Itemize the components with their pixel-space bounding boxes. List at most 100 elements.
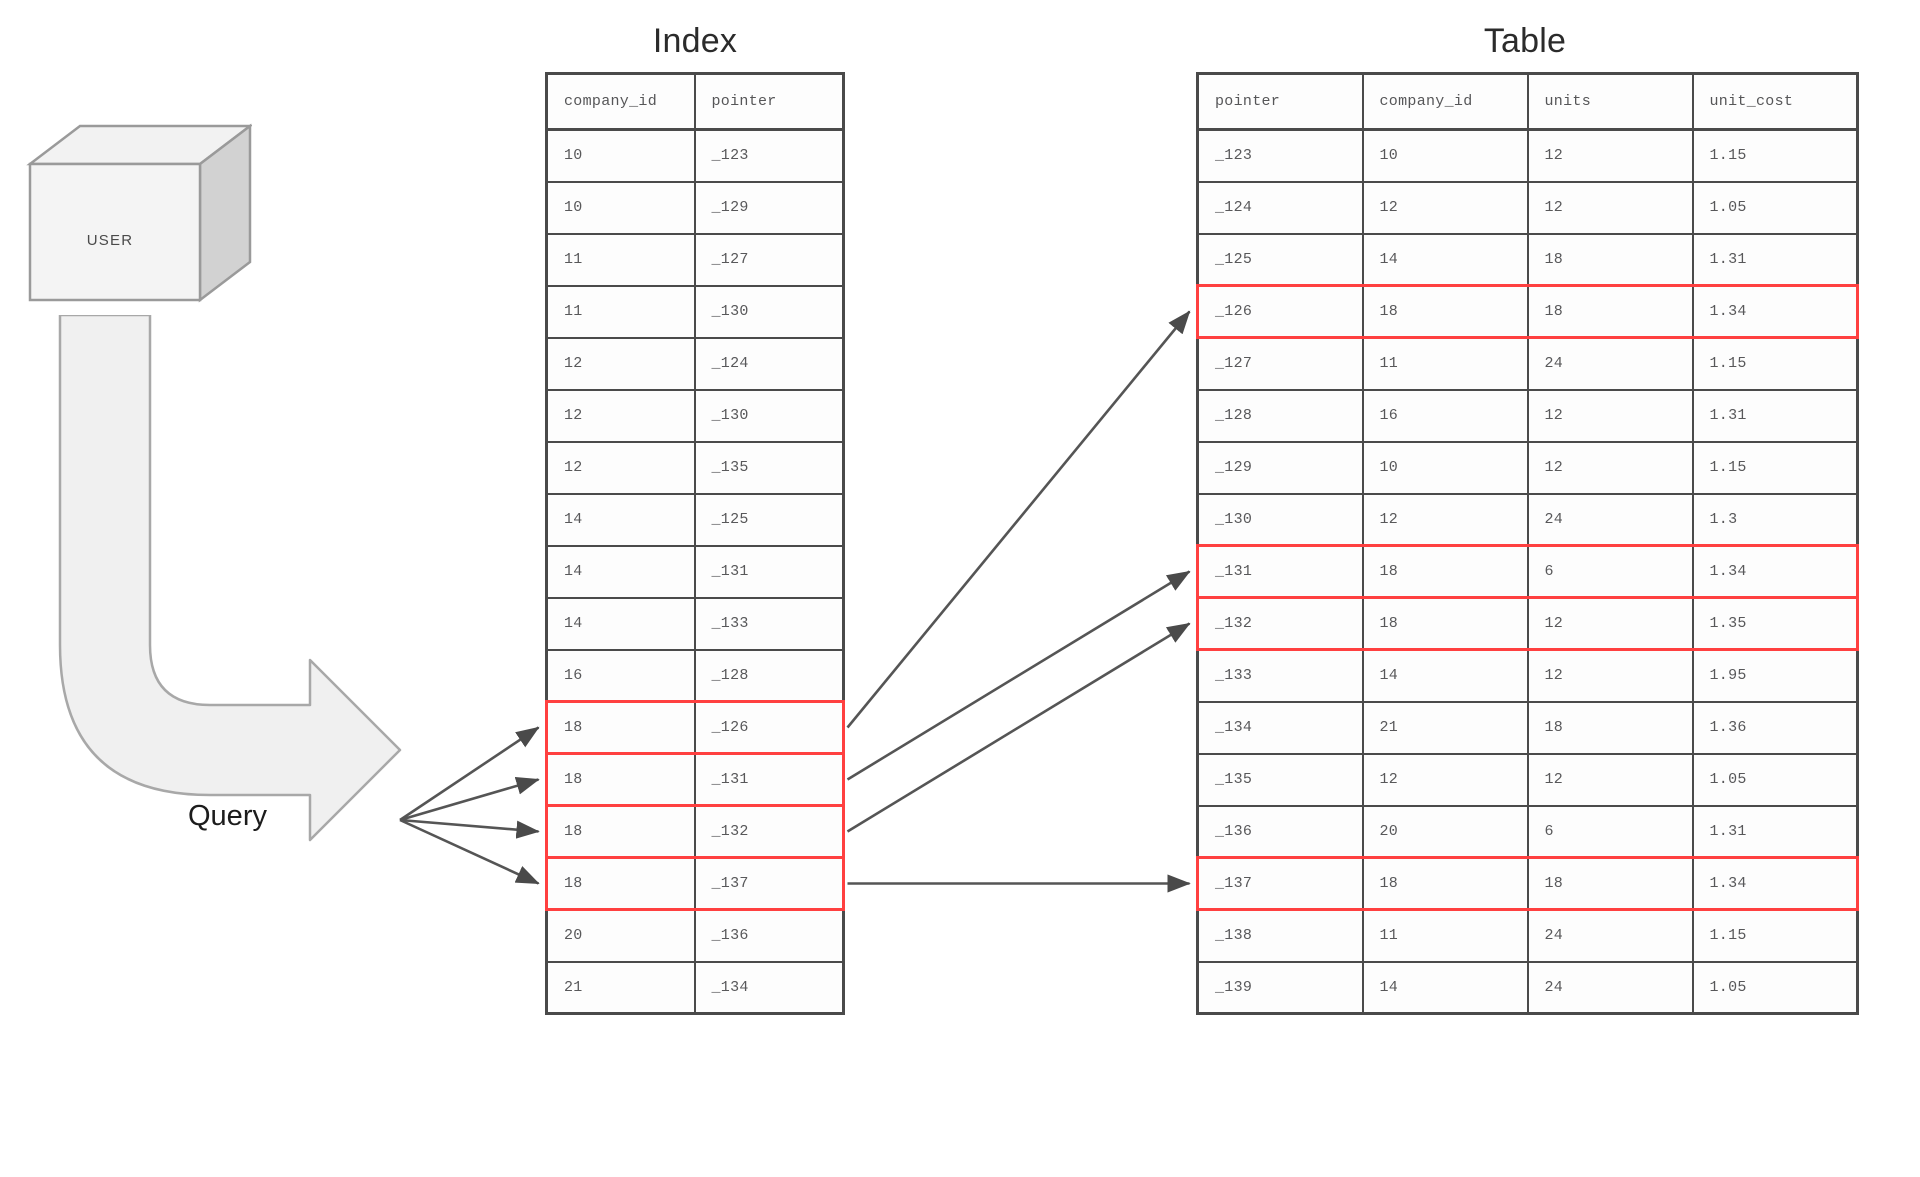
index-cell-company-id: 11 (545, 284, 696, 339)
data-cell-pointer: _126 (1196, 284, 1364, 339)
index-cell-pointer: _133 (693, 596, 845, 651)
connector-arrow (399, 776, 540, 822)
data-cell-units: 6 (1526, 544, 1694, 599)
data-cell-pointer: _136 (1196, 804, 1364, 859)
data-cell-pointer: _124 (1196, 180, 1364, 235)
index-cell-pointer: _137 (693, 856, 845, 911)
index-cell-company-id: 12 (545, 388, 696, 443)
data-cell-company-id: 12 (1361, 492, 1529, 547)
data-cell-units: 24 (1526, 960, 1694, 1015)
index-table-row: 18_137 (545, 856, 845, 911)
data-cell-pointer: _125 (1196, 232, 1364, 287)
data-cell-units: 24 (1526, 492, 1694, 547)
data-cell-company-id: 11 (1361, 908, 1529, 963)
data-cell-units: 12 (1526, 596, 1694, 651)
data-cell-units: 12 (1526, 180, 1694, 235)
data-cell-pointer: _130 (1196, 492, 1364, 547)
data-cell-company-id: 20 (1361, 804, 1529, 859)
index-cell-company-id: 18 (545, 856, 696, 911)
data-cell-company-id: 14 (1361, 648, 1529, 703)
data-cell-unit-cost: 1.15 (1691, 336, 1859, 391)
table-title: Table (1483, 22, 1567, 60)
data-cell-pointer: _134 (1196, 700, 1364, 755)
index-table-row: 16_128 (545, 648, 845, 703)
index-cell-pointer: _131 (693, 544, 845, 599)
connector-arrow (399, 818, 540, 839)
data-cell-pointer: _128 (1196, 388, 1364, 443)
index-table-row: 10_129 (545, 180, 845, 235)
data-cell-unit-cost: 1.34 (1691, 284, 1859, 339)
index-table-row: 12_130 (545, 388, 845, 443)
data-cell-unit-cost: 1.95 (1691, 648, 1859, 703)
index-cell-company-id: 14 (545, 544, 696, 599)
index-title: Index (652, 22, 738, 60)
index-cell-pointer: _132 (693, 804, 845, 859)
data-cell-company-id: 18 (1361, 284, 1529, 339)
index-cell-pointer: _126 (693, 700, 845, 755)
index-table-row: 18_132 (545, 804, 845, 859)
data-cell-unit-cost: 1.15 (1691, 908, 1859, 963)
index-cell-pointer: _130 (693, 284, 845, 339)
index-cell-pointer: _125 (693, 492, 845, 547)
index-cell-pointer: _134 (693, 960, 845, 1015)
data-cell-units: 18 (1526, 232, 1694, 287)
data-cell-unit-cost: 1.15 (1691, 440, 1859, 495)
data-cell-pointer: _139 (1196, 960, 1364, 1015)
index-table-row: 12_124 (545, 336, 845, 391)
index-cell-company-id: 12 (545, 440, 696, 495)
data-cell-units: 12 (1526, 440, 1694, 495)
data-cell-units: 24 (1526, 336, 1694, 391)
index-table-row: 14_131 (545, 544, 845, 599)
data-cell-unit-cost: 1.05 (1691, 960, 1859, 1015)
data-cell-pointer: _137 (1196, 856, 1364, 911)
index-table-row: 21_134 (545, 960, 845, 1015)
index-table-row: 10_123 (545, 128, 845, 183)
data-cell-unit-cost: 1.15 (1691, 128, 1859, 183)
index-cell-company-id: 10 (545, 180, 696, 235)
data-cell-pointer: _138 (1196, 908, 1364, 963)
data-cell-pointer: _133 (1196, 648, 1364, 703)
data-cell-company-id: 10 (1361, 440, 1529, 495)
index-cell-pointer: _135 (693, 440, 845, 495)
data-cell-company-id: 14 (1361, 232, 1529, 287)
index-cell-pointer: _124 (693, 336, 845, 391)
index-table-row: 20_136 (545, 908, 845, 963)
index-cell-pointer: _131 (693, 752, 845, 807)
table-col-pointer: pointer (1196, 72, 1364, 131)
data-cell-units: 18 (1526, 700, 1694, 755)
data-cell-unit-cost: 1.31 (1691, 388, 1859, 443)
table-col-company-id: company_id (1361, 72, 1529, 131)
connector-arrow (846, 622, 1191, 833)
data-cell-unit-cost: 1.34 (1691, 544, 1859, 599)
index-cell-pointer: _123 (693, 128, 845, 183)
index-cell-company-id: 11 (545, 232, 696, 287)
index-table-row: 11_127 (545, 232, 845, 287)
data-cell-unit-cost: 1.05 (1691, 752, 1859, 807)
data-cell-unit-cost: 1.31 (1691, 232, 1859, 287)
index-cell-company-id: 10 (545, 128, 696, 183)
index-table-row: 12_135 (545, 440, 845, 495)
data-cell-company-id: 12 (1361, 180, 1529, 235)
index-cell-company-id: 12 (545, 336, 696, 391)
data-cell-units: 18 (1526, 856, 1694, 911)
data-cell-company-id: 14 (1361, 960, 1529, 1015)
query-label: Query (188, 800, 267, 832)
data-cell-unit-cost: 1.05 (1691, 180, 1859, 235)
index-cell-pointer: _127 (693, 232, 845, 287)
data-cell-units: 6 (1526, 804, 1694, 859)
index-col-pointer: pointer (693, 72, 845, 131)
data-cell-company-id: 21 (1361, 700, 1529, 755)
data-cell-company-id: 10 (1361, 128, 1529, 183)
